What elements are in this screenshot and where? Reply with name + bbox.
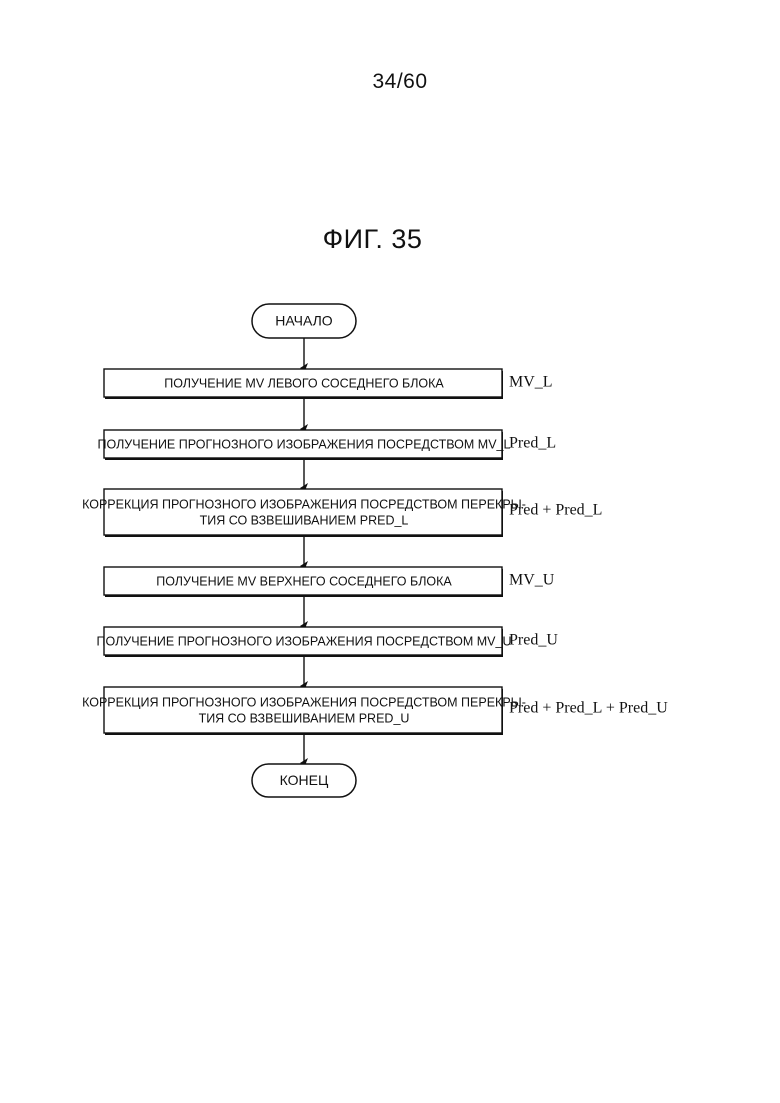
end-terminal-label: КОНЕЦ xyxy=(280,772,329,788)
output-label: MV_L xyxy=(509,374,553,391)
output-label: Pred + Pred_L + Pred_U xyxy=(509,700,668,717)
output-label: Pred_U xyxy=(509,632,558,649)
process-step-text: ТИЯ СО ВЗВЕШИВАНИЕМ PRED_U xyxy=(199,711,410,725)
process-step-text: ПОЛУЧЕНИЕ MV ВЕРХНЕГО СОСЕДНЕГО БЛОКА xyxy=(156,574,452,588)
output-label: Pred_L xyxy=(509,435,556,452)
output-label: MV_U xyxy=(509,572,555,589)
process-step-text: ТИЯ СО ВЗВЕШИВАНИЕМ PRED_L xyxy=(200,513,409,527)
start-terminal-label: НАЧАЛО xyxy=(275,313,333,329)
process-box xyxy=(104,687,502,733)
process-step-text: ПОЛУЧЕНИЕ ПРОГНОЗНОГО ИЗОБРАЖЕНИЯ ПОСРЕД… xyxy=(98,437,511,451)
process-step-text: ПОЛУЧЕНИЕ ПРОГНОЗНОГО ИЗОБРАЖЕНИЯ ПОСРЕД… xyxy=(97,634,512,648)
process-step-text: КОРРЕКЦИЯ ПРОГНОЗНОГО ИЗОБРАЖЕНИЯ ПОСРЕД… xyxy=(82,497,526,511)
process-box xyxy=(104,489,502,535)
output-label: Pred + Pred_L xyxy=(509,502,602,519)
process-step-text: ПОЛУЧЕНИЕ MV ЛЕВОГО СОСЕДНЕГО БЛОКА xyxy=(164,376,444,390)
process-step-text: КОРРЕКЦИЯ ПРОГНОЗНОГО ИЗОБРАЖЕНИЯ ПОСРЕД… xyxy=(82,695,526,709)
